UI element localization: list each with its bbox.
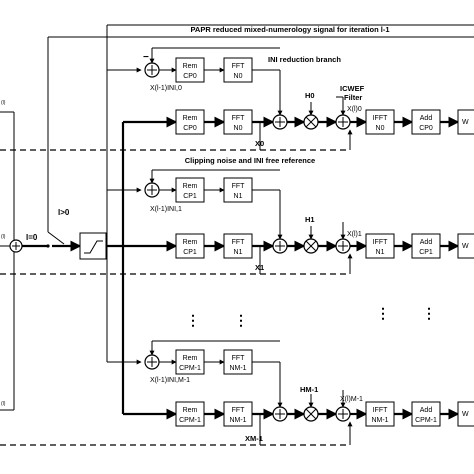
svg-text:Rem: Rem (183, 355, 198, 362)
rem-cp-block-ini-0 (175, 57, 205, 83)
clip-ref-label: Clipping noise and INI free reference (185, 156, 315, 165)
svg-text:CP0: CP0 (183, 73, 197, 80)
rem-cp-block-1 (175, 233, 205, 259)
title-label: PAPR reduced mixed-numerology signal for… (190, 25, 389, 34)
svg-text:IFFT: IFFT (373, 115, 388, 122)
rem-cp-block-ini-M (175, 349, 205, 375)
svg-text:−: − (143, 52, 149, 63)
svg-text:Add: Add (420, 407, 433, 414)
h-label-M: HM-1 (300, 385, 318, 394)
w-block-1 (457, 233, 474, 259)
svg-text:N0: N0 (234, 125, 243, 132)
svg-text:CP0: CP0 (183, 125, 197, 132)
left-sup-M: (l) (1, 401, 6, 407)
svg-text:IFFT: IFFT (373, 407, 388, 414)
fft-block-1 (223, 233, 253, 259)
x-label-0: X0 (255, 139, 264, 148)
x-l-label-0: X(l)0 (347, 106, 362, 113)
left-sup-0: (l) (1, 100, 6, 106)
ifft-block-1 (365, 233, 395, 259)
x-ini-label-1: X(l-1)INI,1 (150, 206, 182, 213)
svg-text:N0: N0 (234, 73, 243, 80)
add-cp-block-0 (411, 109, 441, 135)
svg-text:CP1: CP1 (419, 249, 433, 256)
svg-text:Add: Add (420, 239, 433, 246)
svg-text:W: W (462, 119, 469, 126)
vdots-4: ⋮ (422, 305, 436, 321)
rem-cp-block-ini-1 (175, 177, 205, 203)
svg-text:FFT: FFT (232, 355, 246, 362)
x-label-M: XM-1 (245, 434, 263, 443)
svg-text:CP1: CP1 (183, 193, 197, 200)
fft-block-M (223, 401, 253, 427)
svg-text:NM-1: NM-1 (229, 417, 246, 424)
init-label: l=0 (26, 233, 38, 242)
switch-arm[interactable] (47, 231, 65, 245)
svg-text:CPM-1: CPM-1 (415, 417, 437, 424)
vdots-3: ⋮ (376, 305, 390, 321)
svg-text:N1: N1 (234, 193, 243, 200)
ifft-block-M (365, 401, 395, 427)
svg-text:IFFT: IFFT (373, 239, 388, 246)
w-block-0 (457, 109, 474, 135)
w-block-M (457, 401, 474, 427)
svg-text:W: W (462, 411, 469, 418)
rem-cp-block-0 (175, 109, 205, 135)
svg-text:CPM-1: CPM-1 (179, 417, 201, 424)
svg-text:Rem: Rem (183, 115, 198, 122)
fft-block-ini-1 (223, 177, 253, 203)
svg-text:W: W (462, 243, 469, 250)
svg-text:CP1: CP1 (183, 249, 197, 256)
svg-text:NM-1: NM-1 (371, 417, 388, 424)
svg-text:NM-1: NM-1 (229, 365, 246, 372)
svg-text:FFT: FFT (232, 63, 246, 70)
svg-text:CPM-1: CPM-1 (179, 365, 201, 372)
x-ini-label-M: X(l-1)INI,M-1 (150, 377, 190, 384)
icwef-label-2: Filter (344, 93, 362, 102)
x-ini-label-0: X(l-1)INI,0 (150, 85, 182, 92)
ini-branch-label: INI reduction branch (268, 55, 341, 64)
svg-text:Rem: Rem (183, 407, 198, 414)
left-sup-1: (l) (1, 234, 6, 240)
icwef-label-1: ICWEF (340, 84, 365, 93)
cond-label: l>0 (58, 208, 70, 217)
svg-text:FFT: FFT (232, 407, 246, 414)
vdots-1: ⋮ (186, 312, 200, 328)
x-label-1: X1 (255, 263, 264, 272)
h-label-1: H1 (305, 215, 315, 224)
svg-text:Add: Add (420, 115, 433, 122)
clipper-block (79, 232, 107, 260)
x-l-label-M: X(l)M-1 (340, 396, 363, 403)
svg-text:Rem: Rem (183, 183, 198, 190)
vdots-2: ⋮ (234, 312, 248, 328)
x-l-label-1: X(l)1 (347, 231, 362, 238)
svg-text:Rem: Rem (183, 239, 198, 246)
svg-text:N1: N1 (234, 249, 243, 256)
add-cp-block-M (411, 401, 441, 427)
svg-text:Rem: Rem (183, 63, 198, 70)
svg-text:N1: N1 (376, 249, 385, 256)
rem-cp-block-M (175, 401, 205, 427)
fft-block-ini-M (223, 349, 253, 375)
svg-text:N0: N0 (376, 125, 385, 132)
svg-text:FFT: FFT (232, 183, 246, 190)
h-label-0: H0 (305, 91, 315, 100)
svg-text:FFT: FFT (232, 239, 246, 246)
svg-text:FFT: FFT (232, 115, 246, 122)
ifft-block-0 (365, 109, 395, 135)
svg-text:CP0: CP0 (419, 125, 433, 132)
clipper-icon (84, 240, 103, 254)
